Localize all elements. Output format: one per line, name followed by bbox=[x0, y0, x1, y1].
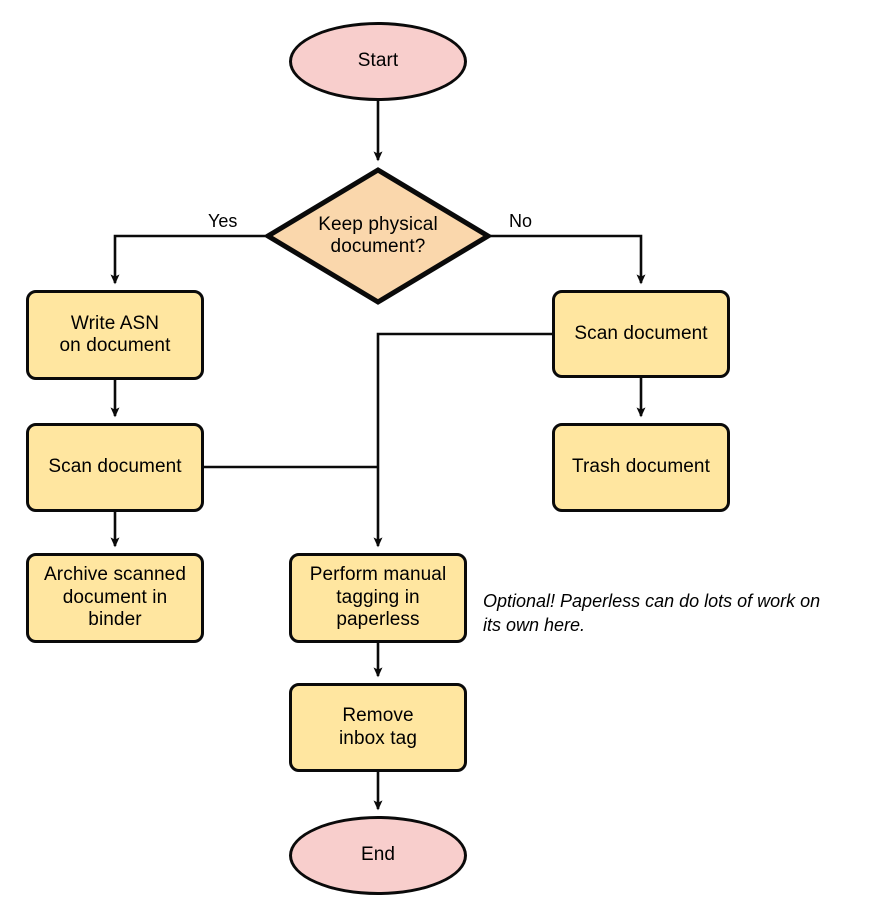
edge-label-yes: Yes bbox=[208, 211, 237, 232]
diamond-shape bbox=[265, 167, 491, 305]
node-decision-label: Keep physical document? bbox=[318, 213, 438, 257]
node-manual-tagging-label: Perform manual tagging in paperless bbox=[309, 564, 447, 631]
edge-label-no-text: No bbox=[509, 211, 533, 231]
node-perform-manual-tagging-in-paperless[interactable]: Perform manual tagging in paperless bbox=[289, 553, 467, 643]
edge-label-yes-text: Yes bbox=[208, 211, 238, 231]
node-archive-binder-label: Archive scanned document in binder bbox=[44, 564, 186, 631]
node-scan-document-left-label: Scan document bbox=[48, 456, 182, 478]
node-remove-inbox-tag-label: Remove inbox tag bbox=[338, 705, 417, 749]
edge-decision-yes-to-write-asn bbox=[110, 234, 265, 285]
node-archive-scanned-document-in-binder[interactable]: Archive scanned document in binder bbox=[26, 553, 204, 643]
node-trash-document-label: Trash document bbox=[572, 456, 710, 478]
node-write-asn-on-document[interactable]: Write ASN on document bbox=[26, 290, 204, 380]
node-scan-document-left[interactable]: Scan document bbox=[26, 423, 204, 512]
node-start-label: Start bbox=[357, 50, 399, 72]
node-end-label: End bbox=[360, 844, 396, 866]
node-trash-document[interactable]: Trash document bbox=[552, 423, 730, 512]
node-start[interactable]: Start bbox=[289, 22, 467, 101]
node-write-asn-label: Write ASN on document bbox=[59, 312, 171, 356]
node-end[interactable]: End bbox=[289, 816, 467, 895]
node-scan-document-right-label: Scan document bbox=[574, 322, 708, 344]
annotation-optional-note: Optional! Paperless can do lots of work … bbox=[483, 591, 821, 635]
edge-scan-right-to-manual-tagging bbox=[373, 332, 552, 548]
node-remove-inbox-tag[interactable]: Remove inbox tag bbox=[289, 683, 467, 772]
node-decision-keep-physical-document[interactable]: Keep physical document? bbox=[265, 167, 491, 305]
edge-decision-no-to-scan-right bbox=[490, 234, 646, 285]
edge-label-no: No bbox=[509, 211, 532, 232]
node-scan-document-right[interactable]: Scan document bbox=[552, 290, 730, 378]
